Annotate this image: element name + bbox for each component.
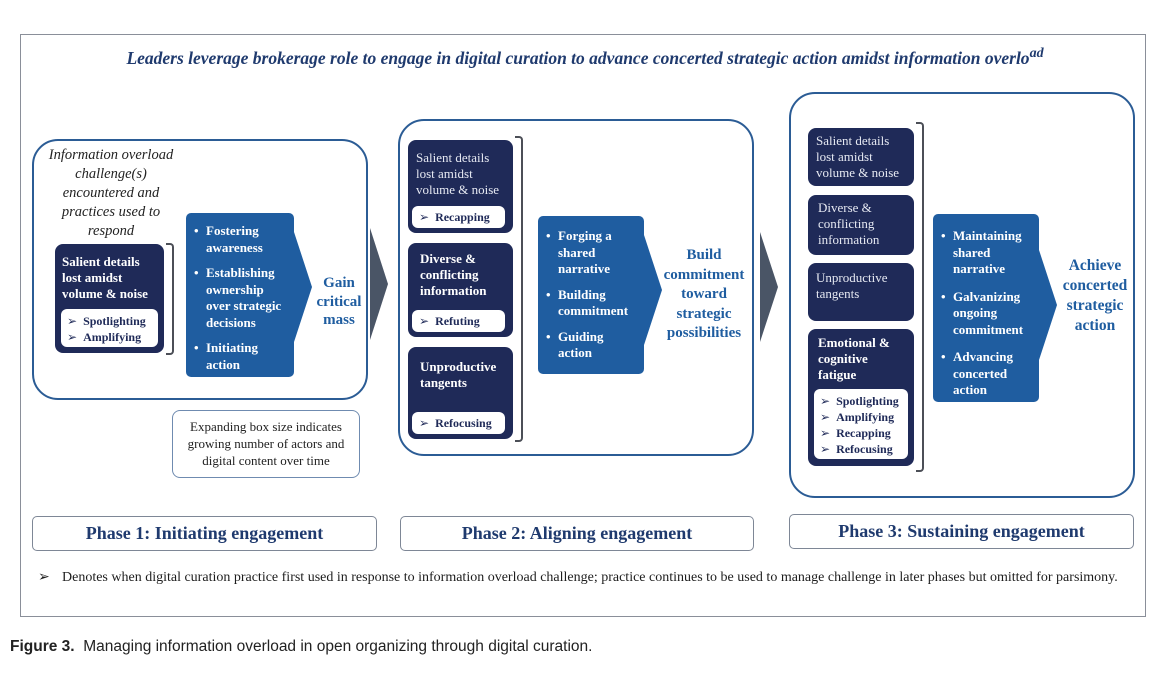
phase3-frame (789, 92, 1135, 498)
action-item: Building commitment (546, 287, 638, 320)
phase3-actions-box: Maintaining shared narrative Galvanizing… (933, 214, 1039, 402)
phase3-label: Phase 3: Sustaining engagement (789, 514, 1134, 549)
figure-frame (20, 34, 1146, 617)
action-item: Initiating action (194, 340, 288, 373)
action-item: Fostering awareness (194, 223, 288, 256)
practice-chip: ➢Refuting (412, 310, 505, 332)
phase2-bracket (515, 136, 523, 442)
phase1-label: Phase 1: Initiating engagement (32, 516, 377, 551)
action-item: Guiding action (546, 329, 638, 362)
box-size-note: Expanding box size indicates growing num… (172, 410, 360, 478)
phase1-frame (32, 139, 368, 400)
practice-item: ➢Amplifying (820, 410, 895, 424)
challenge-heading: Information overload challenge(s) encoun… (48, 147, 174, 239)
action-item: Establishing ownership over strategic de… (194, 265, 288, 331)
phase3-practice-chip: ➢Spotlighting ➢Amplifying ➢Recapping ➢Re… (814, 389, 908, 459)
phase1-outcome: Gain critical mass (316, 275, 362, 328)
practice-item: ➢Spotlighting (67, 314, 146, 328)
phase3-bracket (916, 122, 924, 472)
phase2-challenge-box-1: Salient details lost amidst volume & noi… (408, 140, 513, 233)
phase-arrow-1 (370, 228, 388, 340)
footnote: ➢ Denotes when digital curation practice… (38, 569, 1138, 586)
footnote-text: Denotes when digital curation practice f… (62, 570, 1118, 585)
phase2-frame (398, 119, 754, 456)
action-item: Galvanizing ongoing commitment (941, 289, 1033, 339)
phase1-actions-box: Fostering awareness Establishing ownersh… (186, 213, 294, 377)
figure-caption: Figure 3. Managing information overload … (10, 638, 1160, 656)
phase3-challenge-box-4: Emotional & cognitive fatigue ➢Spotlight… (808, 329, 914, 466)
figure-title: Leaders leverage brokerage role to engag… (126, 46, 1044, 68)
phase3-challenge-box-2: Diverse & conflicting information (808, 195, 914, 255)
phase3-action-arrow (1039, 250, 1057, 360)
practice-item: ➢Recapping (820, 426, 891, 440)
title-suffix: ad (1029, 46, 1044, 61)
phase2-action-arrow (644, 235, 662, 345)
practice-chip: ➢Recapping (412, 206, 505, 228)
practice-item: ➢Refocusing (820, 442, 893, 456)
action-item: Forging a shared narrative (546, 228, 638, 278)
phase1-action-arrow (294, 232, 312, 342)
practice-chip: ➢Refocusing (412, 412, 505, 434)
phase-arrow-2 (760, 232, 778, 342)
phase2-challenge-box-3: Unproductive tangents ➢Refocusing (408, 347, 513, 439)
phase3-challenge-box-3: Unproductive tangents (808, 263, 914, 321)
phase2-challenge-box-2: Diverse & conflicting information ➢Refut… (408, 243, 513, 337)
phase3-outcome: Achieve concerted strategic action (1062, 257, 1128, 334)
phase3-challenge-box-1: Salient details lost amidst volume & noi… (808, 128, 914, 186)
footnote-arrow-icon: ➢ (38, 570, 50, 585)
phase1-practice-chip: ➢Spotlighting ➢Amplifying (61, 309, 158, 347)
action-item: Maintaining shared narrative (941, 228, 1033, 278)
practice-item: ➢Amplifying (67, 330, 142, 344)
caption-text: Managing information overload in open or… (83, 638, 593, 655)
phase1-bracket (166, 243, 174, 355)
phase2-outcome: Build commitment toward strategic possib… (663, 247, 745, 341)
action-item: Advancing concerted action (941, 349, 1033, 399)
phase2-label: Phase 2: Aligning engagement (400, 516, 754, 551)
practice-item: ➢Spotlighting (820, 394, 899, 408)
phase2-actions-box: Forging a shared narrative Building comm… (538, 216, 644, 374)
phase1-challenge-title: Salient details lost amidst volume & noi… (62, 254, 148, 301)
phase1-challenge-box: Salient details lost amidst volume & noi… (55, 244, 164, 353)
caption-label: Figure 3. (10, 638, 75, 655)
